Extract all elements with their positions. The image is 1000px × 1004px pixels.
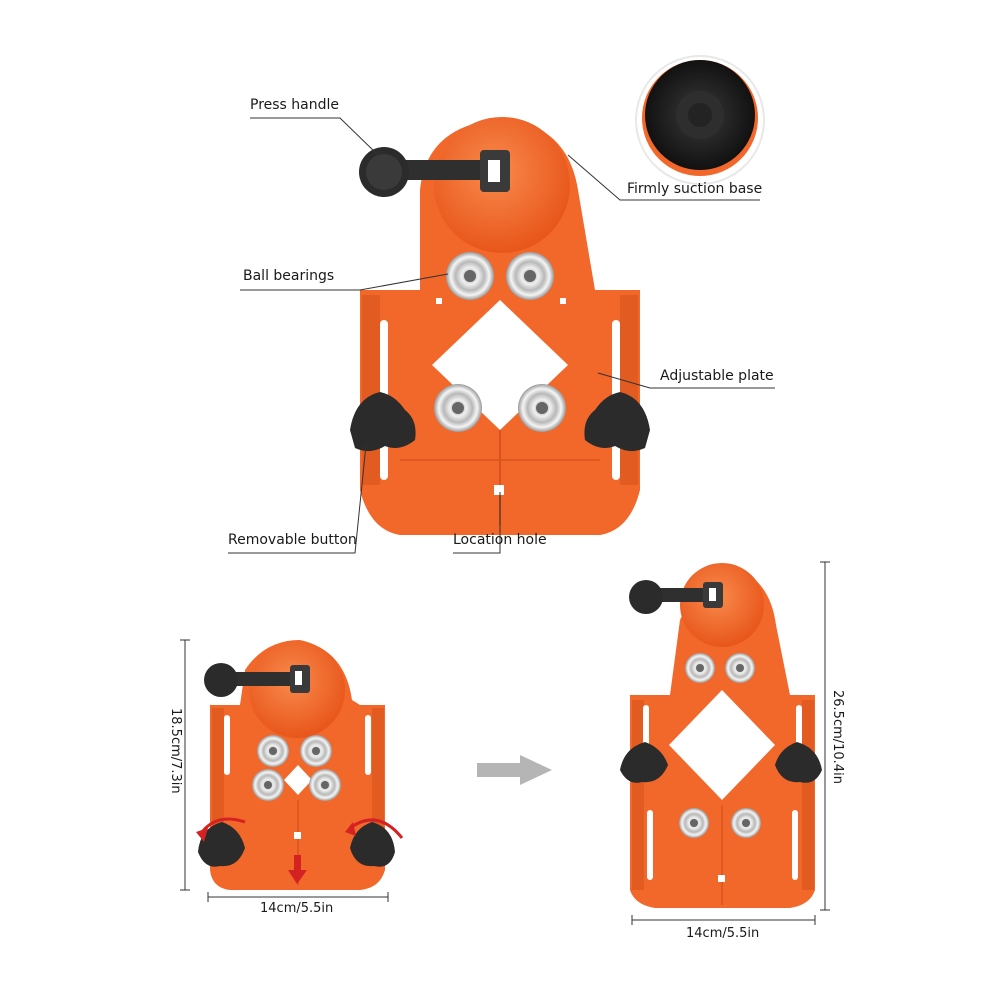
- transition-arrow: [477, 755, 552, 785]
- label-removable-button: Removable button: [228, 532, 357, 548]
- extended-drill-guide: [620, 563, 822, 908]
- dimension-extended-height: 26.5cm/10.4in: [830, 690, 845, 784]
- dimension-compact-width: 14cm/5.5in: [260, 901, 334, 916]
- press-handle: [359, 147, 510, 197]
- label-location-hole: Location hole: [453, 532, 547, 548]
- label-suction-base: Firmly suction base: [627, 181, 763, 197]
- removable-button-left: [350, 392, 416, 452]
- main-drill-guide: [350, 117, 650, 535]
- suction-base-inset: [635, 55, 765, 185]
- label-ball-bearings: Ball bearings: [243, 268, 335, 284]
- label-press-handle: Press handle: [250, 97, 340, 113]
- dimension-extended-width: 14cm/5.5in: [686, 926, 760, 941]
- label-adjustable-plate: Adjustable plate: [660, 368, 774, 384]
- extended-dimension-lines: [631, 561, 830, 925]
- removable-button-right: [584, 392, 650, 452]
- compact-dimension-lines: [180, 639, 389, 902]
- leader-lines: [228, 117, 775, 554]
- dimension-compact-height: 18.5cm/7.3in: [168, 708, 183, 794]
- location-hole: [494, 485, 504, 495]
- compact-drill-guide: [196, 640, 404, 890]
